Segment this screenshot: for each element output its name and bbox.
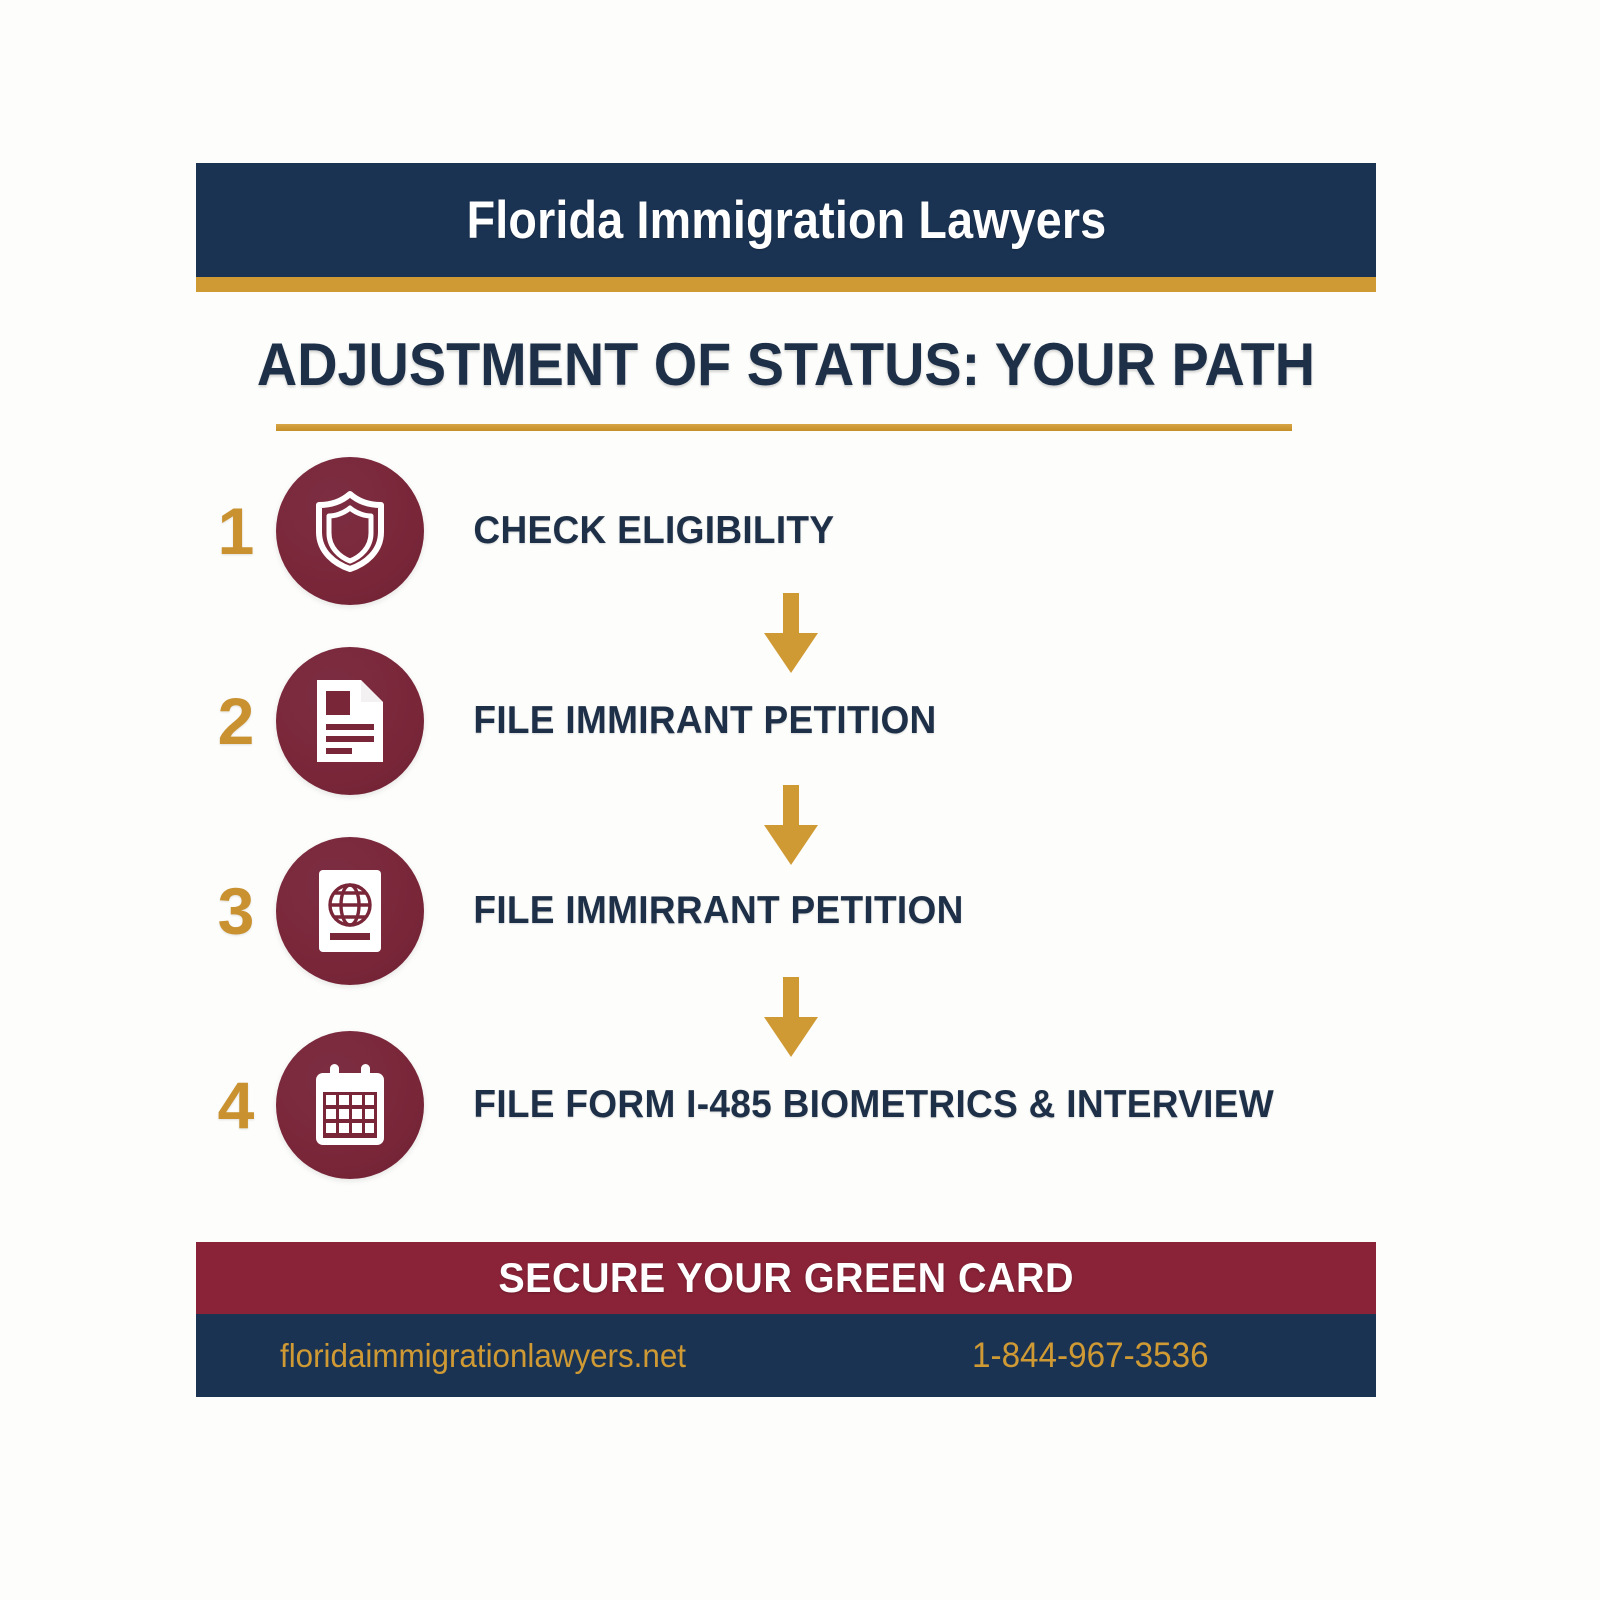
down-arrow-icon [756, 785, 826, 873]
connector-arrow [756, 977, 826, 1061]
header-bar: Florida Immigration Lawyers [196, 163, 1376, 277]
step-label: FILE IMMIRANT PETITION [473, 699, 937, 742]
step-number: 3 [217, 874, 255, 948]
step-number: 1 [217, 494, 255, 568]
step-row: 3 FILE IMMIRR [196, 837, 1376, 985]
step-label: CHECK ELIGIBILITY [473, 509, 835, 552]
down-arrow-icon [756, 977, 826, 1065]
cta-text: SECURE YOUR GREEN CARD [498, 1254, 1074, 1301]
shield-icon [310, 488, 390, 574]
down-arrow-icon [756, 593, 826, 681]
page-title: ADJUSTMENT OF STATUS: YOUR PATH [256, 331, 1316, 398]
title-underline-rule [276, 424, 1292, 431]
step-icon-badge [276, 837, 424, 985]
contact-bar: floridaimmigrationlawyers.net 1-844-967-… [196, 1314, 1376, 1397]
step-icon-badge [276, 647, 424, 795]
steps-list: 1 CHECK ELIGIBILITY 2 [196, 455, 1376, 1195]
brand-title: Florida Immigration Lawyers [466, 190, 1106, 250]
phone-number[interactable]: 1-844-967-3536 [972, 1335, 1209, 1375]
step-icon-badge [276, 457, 424, 605]
calendar-icon [310, 1062, 390, 1148]
step-row: 4 [196, 1031, 1376, 1179]
passport-icon [315, 867, 385, 955]
step-number: 2 [217, 684, 255, 758]
step-row: 2 FILE IMMIRANT PETITION [196, 647, 1376, 795]
step-label: FILE FORM I-485 BIOMETRICS & INTERVIEW [473, 1083, 1275, 1126]
cta-bar[interactable]: SECURE YOUR GREEN CARD [196, 1242, 1376, 1314]
header-gold-stripe [196, 277, 1376, 292]
step-label: FILE IMMIRRANT PETITION [473, 889, 964, 932]
step-number: 4 [217, 1068, 255, 1142]
document-icon [313, 677, 387, 765]
connector-arrow [756, 785, 826, 869]
step-row: 1 CHECK ELIGIBILITY [196, 457, 1376, 605]
step-icon-badge [276, 1031, 424, 1179]
connector-arrow [756, 593, 826, 677]
website-link[interactable]: floridaimmigrationlawyers.net [280, 1336, 686, 1374]
